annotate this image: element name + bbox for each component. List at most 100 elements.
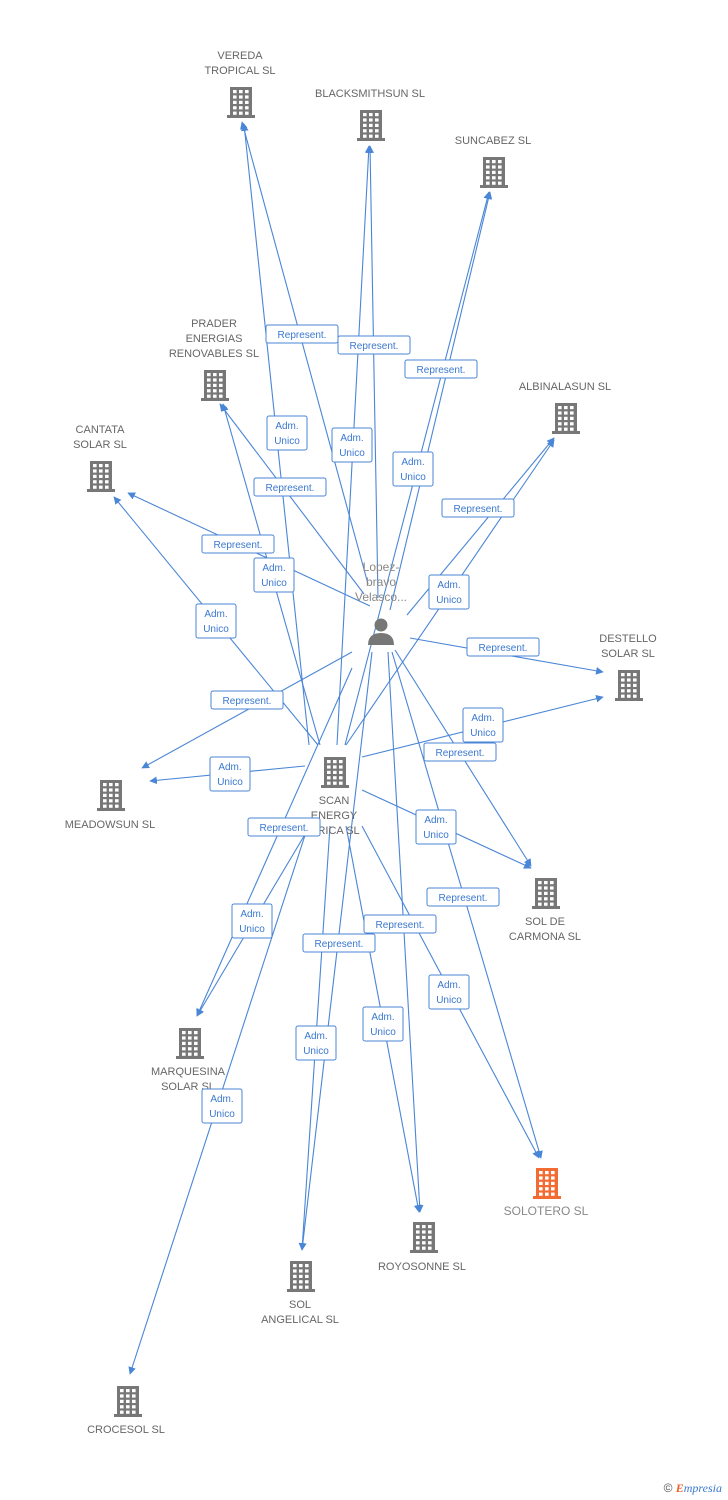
edge-label-l25[interactable]: Adm.Unico bbox=[362, 1006, 404, 1042]
company-label: TROPICAL SL bbox=[204, 65, 275, 77]
copyright-symbol: © bbox=[663, 1481, 673, 1495]
edge-label-l7[interactable]: Represent. bbox=[253, 477, 327, 497]
company-node-cantata[interactable]: CANTATA SOLAR SL bbox=[73, 424, 127, 492]
relation-edge-15 bbox=[141, 651, 353, 769]
edge-label-text: Represent. bbox=[376, 920, 425, 931]
company-label: CARMONA SL bbox=[509, 931, 581, 943]
edge-label-l13[interactable]: Represent. bbox=[466, 637, 540, 657]
edge-label-l19[interactable]: Adm.Unico bbox=[415, 809, 457, 845]
person-label: bravo bbox=[366, 575, 396, 589]
company-node-suncabez[interactable]: SUNCABEZ SL bbox=[455, 135, 531, 188]
edge-label-text: Represent. bbox=[454, 504, 503, 515]
edge-label-l22[interactable]: Represent. bbox=[363, 914, 437, 934]
edge-label-text: Unico bbox=[400, 472, 426, 483]
edge-label-l26[interactable]: Adm.Unico bbox=[295, 1025, 337, 1061]
company-node-royosonne[interactable]: ROYOSONNE SL bbox=[378, 1222, 466, 1273]
building-icon[interactable] bbox=[552, 403, 580, 434]
edge-label-l8[interactable]: Represent. bbox=[441, 498, 515, 518]
company-label: SOLAR SL bbox=[161, 1081, 215, 1093]
company-node-crocesol[interactable]: CROCESOL SL bbox=[87, 1386, 165, 1436]
brand-logo[interactable]: Empresia bbox=[675, 1481, 722, 1495]
building-icon[interactable] bbox=[201, 370, 229, 401]
company-label: PRADER bbox=[191, 318, 237, 330]
edge-label-l3[interactable]: Represent. bbox=[404, 359, 478, 379]
company-label: ENERGY bbox=[311, 810, 358, 822]
edge-label-text: Represent. bbox=[479, 643, 528, 654]
edge-label-l6[interactable]: Adm. Unico bbox=[392, 451, 434, 487]
edge-label-text: Adm. bbox=[275, 421, 298, 432]
edge-label-l12[interactable]: Adm. Unico bbox=[195, 603, 237, 639]
edge-label-text: Represent. bbox=[436, 748, 485, 759]
edge-label-l23[interactable]: Represent. bbox=[302, 933, 376, 953]
edge-label-text: Unico bbox=[339, 448, 365, 459]
edge-label-l4[interactable]: Adm.Unico bbox=[266, 415, 308, 451]
edge-label-l20[interactable]: Represent. bbox=[426, 887, 500, 907]
company-label: MARQUESINA bbox=[151, 1066, 226, 1078]
edge-label-text: Adm. bbox=[401, 457, 424, 468]
company-node-blacksmith[interactable]: BLACKSMITHSUN SL bbox=[315, 88, 425, 141]
building-icon[interactable] bbox=[533, 1168, 561, 1199]
building-icon[interactable] bbox=[615, 670, 643, 701]
edge-label-text: Adm. bbox=[218, 762, 241, 773]
edge-label-text: Adm. bbox=[204, 609, 227, 620]
edge-label-text: Unico bbox=[436, 995, 462, 1006]
edge-label-l15[interactable]: Adm.Unico bbox=[462, 707, 504, 743]
edge-label-text: Adm. bbox=[471, 713, 494, 724]
edge-label-l11[interactable]: Adm.Unico bbox=[428, 574, 470, 610]
company-label: ROYOSONNE SL bbox=[378, 1261, 466, 1273]
building-icon[interactable] bbox=[114, 1386, 142, 1417]
edge-label-l27[interactable]: Adm.Unico bbox=[201, 1088, 243, 1124]
building-icon[interactable] bbox=[321, 757, 349, 788]
company-node-albinalasun[interactable]: ALBINALASUN SL bbox=[519, 381, 611, 434]
building-icon[interactable] bbox=[227, 87, 255, 118]
edge-label-l16[interactable]: Represent. bbox=[423, 742, 497, 762]
edge-label-text: Unico bbox=[239, 924, 265, 935]
building-icon[interactable] bbox=[410, 1222, 438, 1253]
building-icon[interactable] bbox=[87, 461, 115, 492]
edge-label-text: Unico bbox=[217, 777, 243, 788]
building-icon[interactable] bbox=[357, 110, 385, 141]
building-icon[interactable] bbox=[287, 1261, 315, 1292]
edge-label-text: Represent. bbox=[278, 330, 327, 341]
building-icon[interactable] bbox=[176, 1028, 204, 1059]
edge-label-text: Adm. bbox=[437, 980, 460, 991]
edge-label-text: Adm. bbox=[262, 563, 285, 574]
company-label: BLACKSMITHSUN SL bbox=[315, 88, 425, 100]
building-icon[interactable] bbox=[532, 878, 560, 909]
person-node[interactable]: Lopez-bravoVelasco... bbox=[355, 560, 407, 645]
footer-credit: © Empresia bbox=[664, 1481, 722, 1496]
company-label: SOLAR SL bbox=[73, 439, 127, 451]
edge-label-text: Unico bbox=[203, 624, 229, 635]
edge-label-l14[interactable]: Represent. bbox=[210, 690, 284, 710]
company-node-solotero[interactable]: SOLOTERO SL bbox=[504, 1168, 589, 1218]
edge-label-text: Adm. bbox=[340, 433, 363, 444]
edge-label-l2[interactable]: Represent. bbox=[337, 335, 411, 355]
relation-edge-1 bbox=[240, 121, 369, 585]
building-icon[interactable] bbox=[480, 157, 508, 188]
edge-label-l18[interactable]: Represent. bbox=[247, 817, 321, 837]
company-node-meadowsun[interactable]: MEADOWSUN SL bbox=[65, 780, 155, 831]
edge-label-l17[interactable]: Adm. Unico bbox=[209, 756, 251, 792]
person-label: Lopez- bbox=[363, 560, 400, 574]
edge-label-l21[interactable]: Adm.Unico bbox=[231, 903, 273, 939]
edge-label-l1[interactable]: Represent. bbox=[265, 324, 339, 344]
company-label: ANGELICAL SL bbox=[261, 1314, 339, 1326]
company-label: ...RICA SL bbox=[308, 825, 359, 837]
edge-label-l24[interactable]: Adm. Unico bbox=[428, 974, 470, 1010]
edge-label-l9[interactable]: Represent. bbox=[201, 534, 275, 554]
edge-label-l10[interactable]: Adm.Unico bbox=[253, 557, 295, 593]
company-node-marquesina[interactable]: MARQUESINA SOLAR SL bbox=[151, 1028, 226, 1093]
relation-edge-3 bbox=[366, 145, 379, 599]
edge-label-l5[interactable]: Adm. Unico bbox=[331, 427, 373, 463]
company-label: CANTATA bbox=[76, 424, 126, 436]
building-icon[interactable] bbox=[97, 780, 125, 811]
edge-label-text: Unico bbox=[423, 830, 449, 841]
